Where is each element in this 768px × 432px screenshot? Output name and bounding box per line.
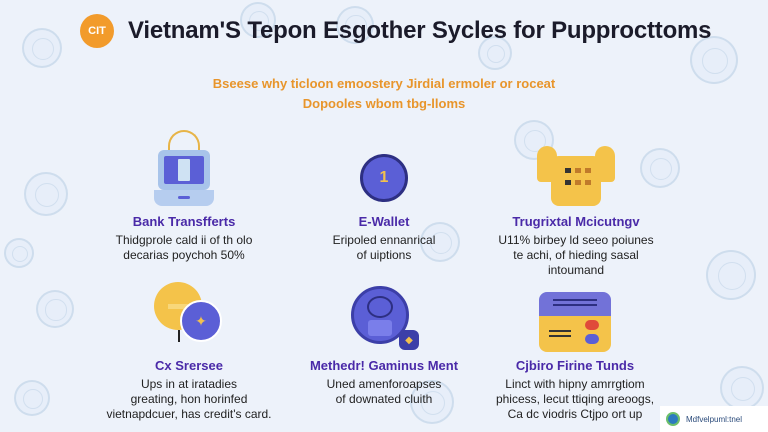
- card-description: Linct with hipny amrrgtiom phicess, lecu…: [495, 377, 655, 421]
- card-description: Uned amenforoapses of downated cluith: [326, 377, 442, 406]
- background-coin-icon: [36, 290, 74, 328]
- payment-card-exchange: ✦ Cx Srersee Ups in at iratadies greatin…: [84, 272, 294, 422]
- trophy-medal-icon: ◆: [351, 286, 419, 352]
- payment-card-e-wallet: 1 E-Wallet Eripoled ennanrical of uiptio…: [284, 122, 484, 263]
- card-title: Bank Transfferts: [132, 214, 236, 229]
- watermark-logo-icon: [666, 412, 680, 426]
- background-coin-icon: [14, 380, 50, 416]
- card-description: Eripoled ennanrical of uiptions: [332, 233, 436, 262]
- background-coin-icon: [690, 36, 738, 84]
- background-coin-icon: [240, 2, 276, 38]
- background-coin-icon: [410, 380, 454, 424]
- card-title: Cjbiro Firine Tunds: [515, 358, 635, 373]
- payment-card-digital: Trugrixtal Mcicutngv U11% birbey ld seeo…: [466, 122, 686, 278]
- briefcase-icon: [537, 146, 615, 208]
- background-coin-icon: [720, 366, 764, 410]
- credit-card-icon: [539, 292, 611, 352]
- background-coin-icon: [420, 222, 460, 262]
- watermark-badge: Mdfvelpuml:tnel: [660, 406, 768, 432]
- subtitle-line: Dopooles wbom tbg-lloms: [302, 96, 466, 111]
- card-description: U11% birbey ld seeo poiunes te achi, of …: [498, 233, 654, 277]
- subtitle-line: Bseese why ticloon emoostery Jirdial erm…: [212, 76, 556, 91]
- coins-icon: ✦: [154, 282, 224, 352]
- background-coin-icon: [4, 238, 34, 268]
- background-coin-icon: [22, 28, 62, 68]
- card-title: Cx Srersee: [155, 358, 223, 373]
- background-coin-icon: [24, 172, 68, 216]
- laptop-bank-icon: [154, 130, 214, 208]
- payment-card-bank-transfer: Bank Transfferts Thidgprole cald ii of t…: [84, 122, 284, 263]
- logo-icon: CIT: [80, 14, 114, 48]
- card-title: Trugrixtal Mcicutngv: [512, 214, 640, 229]
- page-header: CIT Vietnam'S Tepon Esgother Sycles for …: [80, 14, 712, 48]
- payment-card-credit: Cjbiro Firine Tunds Linct with hipny amr…: [470, 272, 680, 422]
- card-description: Thidgprole cald ii of th olo decarias po…: [115, 233, 253, 262]
- page-title: Vietnam'S Tepon Esgother Sycles for Pupp…: [128, 17, 712, 44]
- background-coin-icon: [336, 6, 374, 44]
- coin-wallet-icon: 1: [360, 154, 408, 202]
- card-title: Methedr! Gaminus Ment: [309, 358, 459, 373]
- page-subtitle: Bseese why ticloon emoostery Jirdial erm…: [0, 74, 768, 114]
- card-description: Ups in at iratadies greating, hon horinf…: [106, 377, 272, 421]
- card-title: E-Wallet: [358, 214, 410, 229]
- background-coin-icon: [640, 148, 680, 188]
- watermark-text: Mdfvelpuml:tnel: [686, 414, 743, 424]
- background-coin-icon: [478, 36, 512, 70]
- background-coin-icon: [706, 250, 756, 300]
- payment-card-gaming: ◆ Methedr! Gaminus Ment Uned amenforoaps…: [284, 272, 484, 407]
